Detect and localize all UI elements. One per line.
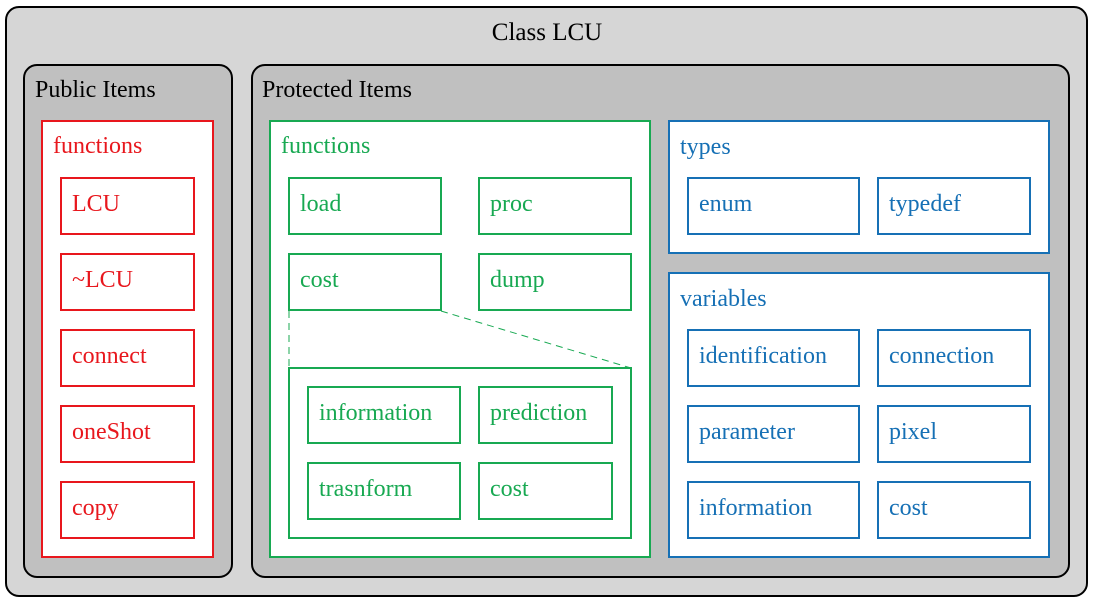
item-label: enum — [699, 191, 753, 217]
item-label: pixel — [889, 419, 937, 445]
variable-item[interactable]: pixel — [877, 405, 1031, 463]
protected-items-title: Protected Items — [262, 77, 412, 103]
variable-item[interactable]: cost — [877, 481, 1031, 539]
item-label: dump — [490, 267, 545, 293]
variable-item[interactable]: connection — [877, 329, 1031, 387]
types-title: types — [680, 134, 731, 160]
item-label: load — [300, 191, 342, 217]
public-items-title: Public Items — [35, 77, 156, 103]
protected-function-item[interactable]: load — [288, 177, 442, 235]
item-label: prediction — [490, 400, 588, 426]
item-label: connect — [72, 343, 147, 369]
item-label: identification — [699, 343, 827, 369]
item-label: cost — [889, 495, 928, 521]
class-title: Class LCU — [491, 19, 603, 46]
public-function-item[interactable]: connect — [60, 329, 195, 387]
protected-function-item-expanded[interactable]: cost — [288, 253, 442, 311]
item-label: trasnform — [319, 476, 413, 502]
item-label: oneShot — [72, 419, 151, 445]
variable-item[interactable]: parameter — [687, 405, 860, 463]
item-label: ~LCU — [72, 267, 133, 293]
public-function-item[interactable]: ~LCU — [60, 253, 195, 311]
type-item[interactable]: typedef — [877, 177, 1031, 235]
item-label: information — [699, 495, 813, 521]
variable-item[interactable]: information — [687, 481, 860, 539]
subfunction-item[interactable]: prediction — [478, 386, 613, 444]
item-label: information — [319, 400, 433, 426]
protected-functions-title: functions — [281, 133, 371, 159]
item-label: typedef — [889, 191, 961, 217]
item-label: proc — [490, 191, 533, 217]
public-function-item[interactable]: LCU — [60, 177, 195, 235]
type-item[interactable]: enum — [687, 177, 860, 235]
item-label: connection — [889, 343, 995, 369]
variables-title: variables — [680, 286, 767, 312]
variable-item[interactable]: identification — [687, 329, 860, 387]
protected-function-item[interactable]: dump — [478, 253, 632, 311]
item-label: LCU — [72, 191, 120, 217]
subfunction-item[interactable]: cost — [478, 462, 613, 520]
item-label: parameter — [699, 419, 795, 445]
protected-function-item[interactable]: proc — [478, 177, 632, 235]
subfunction-item[interactable]: information — [307, 386, 461, 444]
item-label: cost — [490, 476, 529, 502]
subfunction-item[interactable]: trasnform — [307, 462, 461, 520]
public-functions-title: functions — [53, 133, 143, 159]
item-label: cost — [300, 267, 339, 293]
item-label: copy — [72, 495, 119, 521]
public-function-item[interactable]: copy — [60, 481, 195, 539]
public-function-item[interactable]: oneShot — [60, 405, 195, 463]
